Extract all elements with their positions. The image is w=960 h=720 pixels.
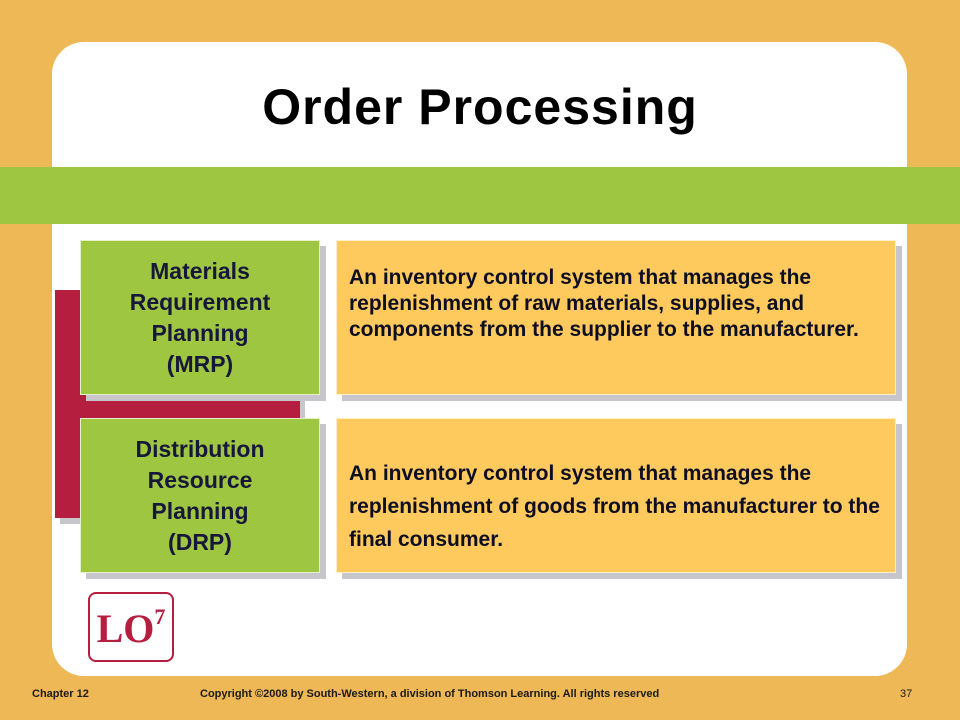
definition-text: An inventory control system that manages… bbox=[349, 462, 880, 551]
term-line: Resource bbox=[147, 466, 253, 493]
badge-label: LO bbox=[96, 606, 155, 651]
term-line: Materials bbox=[150, 257, 250, 284]
term-text: Materials Requirement Planning (MRP) bbox=[130, 256, 271, 380]
term-line: (MRP) bbox=[166, 350, 234, 377]
slide-title: Order Processing bbox=[262, 79, 698, 135]
footer-page-number: 37 bbox=[900, 688, 913, 700]
title-underline-band bbox=[0, 167, 960, 224]
term-box-drp: Distribution Resource Planning (DRP) bbox=[80, 418, 320, 573]
definition-box-drp: An inventory control system that manages… bbox=[336, 418, 896, 573]
term-line: Distribution bbox=[135, 435, 265, 462]
term-line: (DRP) bbox=[168, 528, 232, 555]
footer-chapter: Chapter 12 bbox=[32, 688, 89, 700]
term-text: Distribution Resource Planning (DRP) bbox=[135, 434, 264, 558]
term-line: Requirement bbox=[129, 288, 271, 315]
definition-text: An inventory control system that manages… bbox=[349, 266, 859, 341]
footer-copyright: Copyright ©2008 by South-Western, a divi… bbox=[200, 688, 660, 700]
badge-number: 7 bbox=[154, 604, 166, 629]
term-line: Planning bbox=[151, 497, 249, 524]
definition-box-mrp: An inventory control system that manages… bbox=[336, 240, 896, 395]
learning-objective-badge: LO7 bbox=[88, 592, 174, 662]
term-line: Planning bbox=[151, 319, 249, 346]
term-box-mrp: Materials Requirement Planning (MRP) bbox=[80, 240, 320, 395]
